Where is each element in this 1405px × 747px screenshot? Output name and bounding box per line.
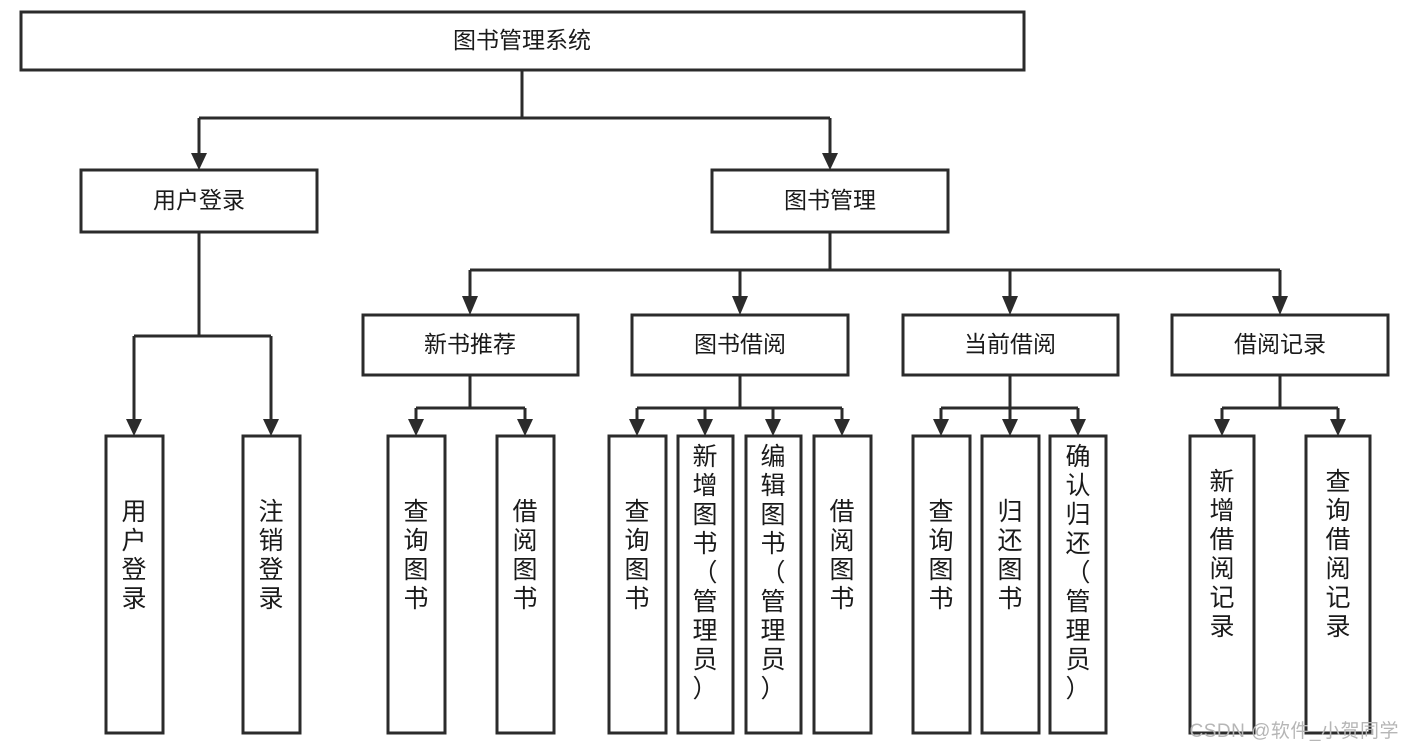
leaf-node-return-book[interactable]: 归还图书 xyxy=(980,434,1041,735)
leaf-box-query-book-1[interactable] xyxy=(386,434,447,735)
node-book-manage-box[interactable] xyxy=(710,168,950,234)
arrow-head-borrow-record xyxy=(1272,296,1288,315)
leaf-box-query-book-2[interactable] xyxy=(607,434,668,735)
leaf-box-logout[interactable] xyxy=(241,434,302,735)
node-book-borrow-label: 图书借阅 xyxy=(694,331,786,357)
leaf-label-add-borrow-record: 新增借阅记录 xyxy=(1209,468,1234,641)
leaf-node-confirm-return[interactable]: 确认归还（管理员） xyxy=(1048,434,1108,735)
leaf-node-logout[interactable]: 注销登录 xyxy=(241,434,302,735)
leaf-node-edit-book[interactable]: 编辑图书（管理员） xyxy=(744,434,803,735)
edge-group-current-borrow-to-leaves xyxy=(933,375,1086,436)
edge-group-root-to-level2 xyxy=(191,70,838,170)
leaf-label-user-login: 用户登录 xyxy=(121,498,146,613)
leaf-node-add-borrow-record[interactable]: 新增借阅记录 xyxy=(1188,434,1256,735)
leaf-label-return-book: 归还图书 xyxy=(997,498,1022,613)
leaf-node-query-book-1[interactable]: 查询图书 xyxy=(386,434,447,735)
edge-group-user-login-to-leaves xyxy=(126,232,279,436)
arrow-head-leaf-user-login xyxy=(126,419,142,436)
edge-group-new-book-to-leaves xyxy=(408,375,533,436)
arrow-head-book-manage xyxy=(822,153,838,170)
arrow-head-newbook-leaf-2 xyxy=(517,419,533,436)
node-borrow-record[interactable]: 借阅记录 xyxy=(1170,313,1390,377)
node-root-box[interactable] xyxy=(19,10,1026,72)
node-current-borrow-box[interactable] xyxy=(901,313,1120,377)
arrow-head-currentborrow-leaf-1 xyxy=(933,419,949,436)
arrow-head-bookborrow-leaf-3 xyxy=(765,419,781,436)
leaf-label-query-book-3: 查询图书 xyxy=(928,498,953,613)
leaf-label-edit-book: 编辑图书（管理员） xyxy=(760,443,785,703)
node-current-borrow-label: 当前借阅 xyxy=(964,331,1056,357)
leaf-node-borrow-book-2[interactable]: 借阅图书 xyxy=(812,434,873,735)
node-new-book-recommend[interactable]: 新书推荐 xyxy=(361,313,580,377)
leaf-node-user-login[interactable]: 用户登录 xyxy=(104,434,165,735)
node-book-manage[interactable]: 图书管理 xyxy=(710,168,950,234)
node-root-label: 图书管理系统 xyxy=(453,27,591,53)
leaf-box-borrow-book-2[interactable] xyxy=(812,434,873,735)
leaf-box-confirm-return[interactable] xyxy=(1048,434,1108,735)
leaf-node-query-book-3[interactable]: 查询图书 xyxy=(911,434,972,735)
arrow-head-bookborrow-leaf-4 xyxy=(834,419,850,436)
leaf-label-confirm-return: 确认归还（管理员） xyxy=(1065,443,1090,703)
leaf-label-borrow-book-2: 借阅图书 xyxy=(829,498,854,613)
arrow-head-book-borrow xyxy=(732,296,748,315)
leaf-box-add-borrow-record[interactable] xyxy=(1188,434,1256,735)
arrow-head-leaf-logout xyxy=(263,419,279,436)
arrow-head-bookborrow-leaf-1 xyxy=(629,419,645,436)
node-borrow-record-label: 借阅记录 xyxy=(1234,331,1326,357)
arrow-head-newbook-leaf-1 xyxy=(408,419,424,436)
arrow-head-borrowrecord-leaf-1 xyxy=(1214,419,1230,436)
node-user-login[interactable]: 用户登录 xyxy=(79,168,319,234)
node-new-book-recommend-box[interactable] xyxy=(361,313,580,377)
node-book-borrow[interactable]: 图书借阅 xyxy=(630,313,850,377)
node-current-borrow[interactable]: 当前借阅 xyxy=(901,313,1120,377)
arrow-head-new-book xyxy=(462,296,478,315)
arrow-head-currentborrow-leaf-2 xyxy=(1002,419,1018,436)
node-new-book-recommend-label: 新书推荐 xyxy=(424,331,516,357)
edge-group-borrow-record-to-leaves xyxy=(1214,375,1346,436)
leaf-node-query-borrow-record[interactable]: 查询借阅记录 xyxy=(1304,434,1372,735)
arrow-head-current-borrow xyxy=(1002,296,1018,315)
leaf-box-return-book[interactable] xyxy=(980,434,1041,735)
leaf-label-query-book-2: 查询图书 xyxy=(624,498,649,613)
node-root[interactable]: 图书管理系统 xyxy=(19,10,1026,72)
leaf-node-query-book-2[interactable]: 查询图书 xyxy=(607,434,668,735)
leaf-box-borrow-book-1[interactable] xyxy=(495,434,556,735)
node-book-manage-label: 图书管理 xyxy=(784,187,876,213)
arrow-head-bookborrow-leaf-2 xyxy=(697,419,713,436)
watermark-text: CSDN @软件_小贺同学 xyxy=(1189,721,1399,742)
leaf-label-logout: 注销登录 xyxy=(258,498,283,613)
leaf-label-query-borrow-record: 查询借阅记录 xyxy=(1325,468,1350,641)
arrow-head-borrowrecord-leaf-2 xyxy=(1330,419,1346,436)
arrow-head-user-login xyxy=(191,153,207,170)
node-user-login-label: 用户登录 xyxy=(153,187,245,213)
leaf-box-add-book[interactable] xyxy=(676,434,735,735)
leaf-node-add-book[interactable]: 新增图书（管理员） xyxy=(676,434,735,735)
arrow-head-currentborrow-leaf-3 xyxy=(1070,419,1086,436)
node-book-borrow-box[interactable] xyxy=(630,313,850,377)
leaf-label-query-book-1: 查询图书 xyxy=(403,498,428,613)
leaf-box-query-borrow-record[interactable] xyxy=(1304,434,1372,735)
node-borrow-record-box[interactable] xyxy=(1170,313,1390,377)
leaf-box-edit-book[interactable] xyxy=(744,434,803,735)
edge-group-book-borrow-to-leaves xyxy=(629,375,850,436)
node-user-login-box[interactable] xyxy=(79,168,319,234)
leaf-box-user-login[interactable] xyxy=(104,434,165,735)
leaf-label-add-book: 新增图书（管理员） xyxy=(692,443,717,703)
leaf-box-query-book-3[interactable] xyxy=(911,434,972,735)
leaf-label-borrow-book-1: 借阅图书 xyxy=(512,498,537,613)
leaf-node-borrow-book-1[interactable]: 借阅图书 xyxy=(495,434,556,735)
edge-group-book-manage-to-level3 xyxy=(462,232,1288,315)
